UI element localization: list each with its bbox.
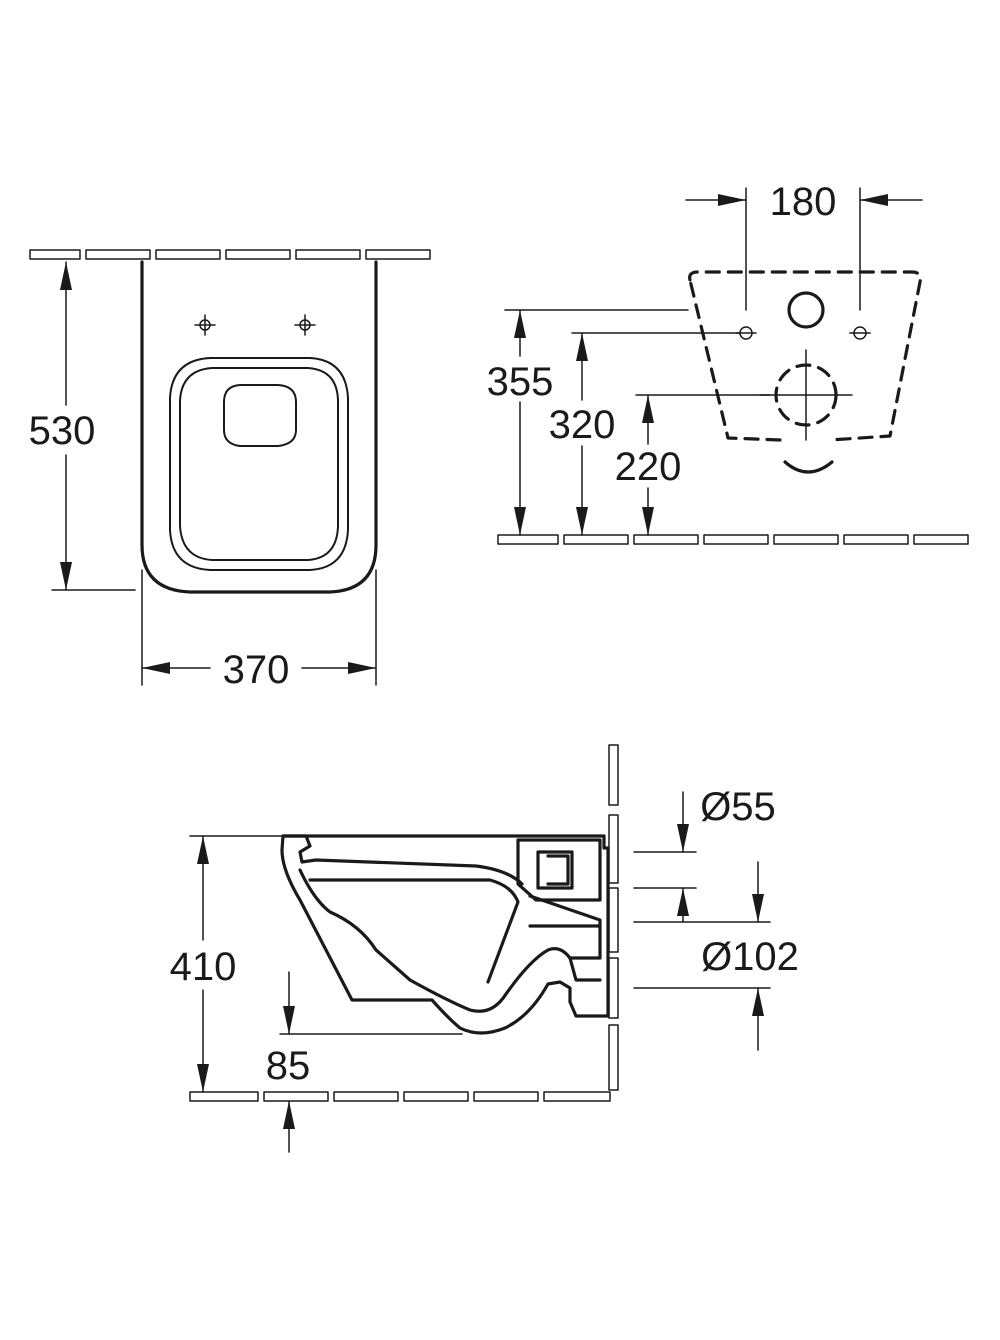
outlet-diameter-label: Ø102 [701,935,799,979]
fixing-spacing-label: 180 [770,180,837,224]
inlet-hole [787,291,825,329]
dimension-180: 180 [685,180,923,311]
bowl-outer-profile [280,834,610,1035]
dimension-d55: Ø55 [633,785,776,923]
wall-view: 180 355 320 220 [487,180,969,545]
inlet-diameter-label: Ø55 [700,785,776,829]
dimension-370: 370 [141,569,377,692]
pan-height-label: 410 [170,945,237,989]
side-view: 410 85 Ø55 Ø102 [170,744,799,1153]
mounting-frame-outline [688,270,922,442]
outlet-opening-top [223,384,297,447]
floor-line-side [189,1091,611,1102]
floor-line-wall [497,534,969,545]
height-355-label: 355 [487,360,554,404]
height-220-label: 220 [615,445,682,489]
seat-rim-inner [179,367,339,561]
outlet-crosshair [759,349,853,441]
outlet-arc [783,460,834,474]
bowl-rim-detail [281,834,524,886]
dimension-220: 220 [615,394,771,536]
wall-line-top [29,249,431,260]
dimension-410: 410 [170,835,284,1093]
depth-label: 530 [29,409,96,453]
dimension-d102: Ø102 [633,861,799,1051]
top-view: 530 370 [29,249,431,692]
height-320-label: 320 [549,403,616,447]
dimension-355: 355 [487,309,689,536]
bowl-inner-profile [298,868,602,1013]
seat-rim-outer [169,357,349,571]
bowl-outline-top [140,260,378,594]
inlet-connector [516,838,602,902]
wall-segments [608,744,619,1091]
dimension-530: 530 [29,261,136,591]
width-label: 370 [223,648,290,692]
fixing-hole-left [194,314,216,336]
fixing-point-right [849,326,871,340]
outlet-spigot [528,894,602,960]
trap-channel [308,878,520,984]
outlet-height-label: 85 [266,1044,311,1088]
dimension-320: 320 [549,332,741,536]
dimension-85: 85 [266,971,463,1153]
fixing-hole-right [294,314,316,336]
